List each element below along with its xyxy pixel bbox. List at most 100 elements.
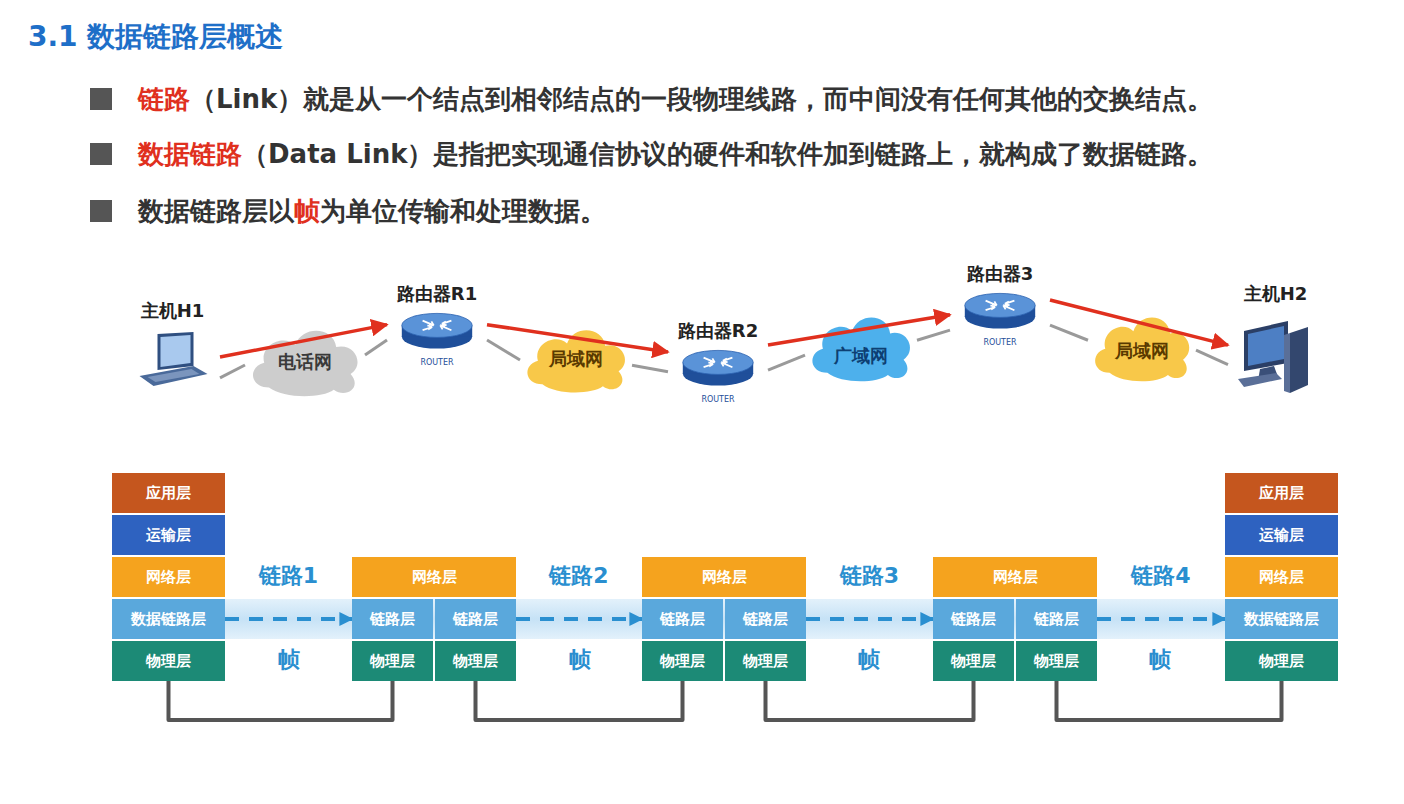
router-badge: ROUTER (420, 358, 453, 368)
protocol-layer-box: 运输层 (112, 515, 225, 555)
physical-wire (169, 681, 393, 720)
layer-name: 链路层 (951, 608, 996, 630)
layer-name: 应用层 (1259, 482, 1304, 504)
network-cloud: 局域网 (1088, 305, 1196, 387)
protocol-layer-box: 物理层 (112, 641, 225, 681)
physical-wire (1057, 681, 1282, 720)
protocol-layer-box: 链路层 (1016, 599, 1097, 639)
network-link-line (1196, 350, 1228, 365)
host-node: 主机H1 (125, 300, 220, 395)
bullet-text: 为单位传输和处理数据。 (320, 196, 606, 226)
protocol-layer-box: 物理层 (1016, 641, 1097, 681)
bullet-square (90, 143, 112, 165)
bullet-square (90, 200, 112, 222)
host-label: 主机H1 (141, 300, 205, 322)
keyword-text: 数据链路 (138, 139, 242, 169)
layer-name: 网络层 (412, 566, 457, 588)
layer-name: 数据链路层 (1244, 608, 1319, 630)
network-link-line (1050, 325, 1088, 340)
router-badge: ROUTER (701, 395, 734, 405)
protocol-layer-box: 物理层 (642, 641, 723, 681)
layer-name: 网络层 (1259, 566, 1304, 588)
host-node: 主机H2 (1228, 283, 1323, 398)
layer-name: 网络层 (993, 566, 1038, 588)
frame-label: 帧 (569, 645, 591, 675)
protocol-layer-box: 数据链路层 (1225, 599, 1338, 639)
protocol-layer-box: 数据链路层 (112, 599, 225, 639)
layer-name: 网络层 (146, 566, 191, 588)
link-label: 链路2 (547, 561, 610, 591)
layer-name: 运输层 (146, 524, 191, 546)
layer-name: 物理层 (743, 650, 788, 672)
layer-name: 物理层 (1034, 650, 1079, 672)
protocol-layer-box: 物理层 (725, 641, 806, 681)
protocol-layer-box: 物理层 (435, 641, 516, 681)
link-label: 链路1 (257, 561, 320, 591)
network-cloud: 电话网 (245, 318, 365, 402)
router-label: 路由器R1 (397, 283, 477, 305)
layer-name: 运输层 (1259, 524, 1304, 546)
layer-name: 物理层 (146, 650, 191, 672)
frame-label: 帧 (858, 645, 880, 675)
network-link-line (365, 340, 387, 355)
network-name: 局域网 (549, 348, 603, 370)
layer-name: 链路层 (1034, 608, 1079, 630)
protocol-layer-box: 网络层 (112, 557, 225, 597)
protocol-layer-box: 链路层 (725, 599, 806, 639)
protocol-layer-box: 网络层 (1225, 557, 1338, 597)
network-link-line (487, 340, 520, 360)
router-icon (960, 287, 1040, 335)
desktop-icon (1228, 313, 1323, 398)
network-link-line (632, 365, 668, 372)
layer-name: 数据链路层 (131, 608, 206, 630)
layer-name: 物理层 (660, 650, 705, 672)
layer-name: 物理层 (1259, 650, 1304, 672)
layer-name: 链路层 (660, 608, 705, 630)
protocol-layer-box: 链路层 (352, 599, 433, 639)
network-link-line (917, 330, 950, 340)
protocol-layer-box: 链路层 (642, 599, 723, 639)
bullet-line: 数据链路（Data Link）是指把实现通信协议的硬件和软件加到链路上，就构成了… (138, 137, 1213, 171)
protocol-layer-box: 网络层 (933, 557, 1097, 597)
protocol-layer-box: 网络层 (642, 557, 806, 597)
link-label: 链路4 (1129, 561, 1192, 591)
bullet-line: 链路（Link）就是从一个结点到相邻结点的一段物理线路，而中间没有任何其他的交换… (138, 82, 1213, 116)
protocol-layer-box: 链路层 (933, 599, 1014, 639)
network-cloud: 局域网 (520, 318, 632, 398)
layer-name: 应用层 (146, 482, 191, 504)
slide-title: 3.1 数据链路层概述 (28, 18, 283, 56)
protocol-layer-box: 应用层 (1225, 473, 1338, 513)
network-name: 局域网 (1115, 340, 1169, 362)
protocol-layer-box: 运输层 (1225, 515, 1338, 555)
frame-transfer-arrow (806, 617, 933, 621)
network-name: 广域网 (834, 345, 888, 367)
network-link-line (768, 355, 805, 370)
keyword-text: 帧 (294, 196, 320, 226)
layer-name: 网络层 (702, 566, 747, 588)
router-label: 路由器R2 (678, 320, 758, 342)
router-node: 路由器3ROUTER (950, 263, 1050, 348)
protocol-layer-box: 物理层 (352, 641, 433, 681)
router-node: 路由器R1ROUTER (387, 283, 487, 368)
network-cloud: 广域网 (805, 305, 917, 387)
protocol-layer-box: 网络层 (352, 557, 516, 597)
host-label: 主机H2 (1244, 283, 1308, 305)
protocol-layer-box: 物理层 (933, 641, 1014, 681)
frame-label: 帧 (1149, 645, 1171, 675)
frame-transfer-arrow (516, 617, 642, 621)
layer-name: 链路层 (370, 608, 415, 630)
network-link-line (220, 365, 245, 378)
router-node: 路由器R2ROUTER (668, 320, 768, 405)
link-band (225, 599, 1225, 639)
router-badge: ROUTER (983, 338, 1016, 348)
bullet-text: （Data Link）是指把实现通信协议的硬件和软件加到链路上，就构成了数据链路… (242, 139, 1213, 169)
physical-wire (766, 681, 974, 720)
frame-label: 帧 (278, 645, 300, 675)
layer-name: 物理层 (370, 650, 415, 672)
link-label: 链路3 (838, 561, 901, 591)
bullet-line: 数据链路层以帧为单位传输和处理数据。 (138, 194, 606, 228)
frame-transfer-arrow (1097, 617, 1225, 621)
layer-name: 物理层 (453, 650, 498, 672)
layer-name: 链路层 (453, 608, 498, 630)
frame-transfer-arrow (225, 617, 352, 621)
